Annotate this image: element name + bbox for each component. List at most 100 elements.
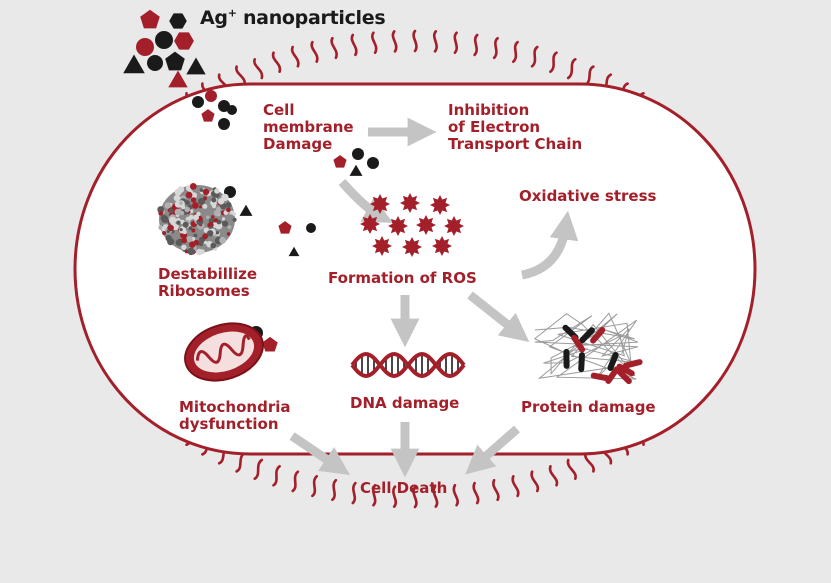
cell-death-label: Cell Death <box>360 479 448 497</box>
flagellum <box>453 31 459 54</box>
dna-strand <box>350 351 466 379</box>
mitochondria-dysfunction-label: Mitochondria dysfunction <box>179 398 291 433</box>
protein-helix <box>623 359 643 369</box>
ros-radical <box>444 216 464 236</box>
ribosome-subunit <box>181 244 187 251</box>
ribosome-icon <box>157 183 237 256</box>
particle <box>288 246 300 257</box>
mitochondrion <box>184 322 264 382</box>
particle <box>262 336 278 352</box>
flagellum <box>432 30 438 53</box>
particle <box>306 223 316 233</box>
flagellum <box>371 484 377 507</box>
particle <box>186 57 206 75</box>
ribosome-subunit <box>187 247 195 256</box>
particle <box>123 54 145 74</box>
ribosome-subunit <box>164 202 171 209</box>
flagellum <box>350 33 358 57</box>
ribosome-subunit <box>193 214 199 221</box>
ribosome-subunit <box>196 211 201 217</box>
flagellum <box>584 65 595 87</box>
ribosome-subunit <box>210 242 217 249</box>
ribosome-subunit <box>179 201 183 205</box>
flagellum <box>584 451 595 473</box>
ribosome-subunit <box>182 230 187 235</box>
ros-radical <box>402 237 422 257</box>
ros-cluster-icon <box>360 193 464 257</box>
particle <box>218 118 230 130</box>
ribosome-subunit <box>157 206 165 213</box>
oxidative-stress-label: Oxidative stress <box>519 187 657 205</box>
ribosome-subunit <box>199 188 204 193</box>
ros-radical <box>400 193 420 213</box>
particle <box>192 96 204 108</box>
particle <box>201 109 215 122</box>
ribosome-subunit <box>190 197 197 203</box>
ribosome-subunit <box>197 197 206 206</box>
ros-radical <box>388 216 408 236</box>
ribosome-subunit <box>232 217 237 222</box>
particle <box>239 204 253 216</box>
ribosome-subunit <box>179 228 183 232</box>
particle <box>352 148 364 160</box>
ribosome-subunit <box>215 231 220 235</box>
ribosome-subunit <box>182 221 189 228</box>
protein-backbone <box>533 312 639 380</box>
ros-radical <box>372 236 392 256</box>
flagellum <box>473 33 479 57</box>
ribosome-subunit <box>217 198 225 205</box>
ribosome-subunit <box>214 188 220 194</box>
protein-helix <box>615 368 632 385</box>
membrane-to-ros-arrow <box>338 179 393 223</box>
mitochondrion-inner <box>193 331 255 373</box>
ros-radical <box>432 236 452 256</box>
ros-radical <box>416 215 436 235</box>
flagellum <box>511 475 520 498</box>
protein-helix <box>579 327 595 344</box>
ribosome-subunit <box>207 230 214 237</box>
ribosome-subunit <box>198 205 203 209</box>
ribosome-subunit <box>185 191 193 199</box>
flagellum <box>310 40 319 63</box>
flagellum <box>351 481 357 505</box>
ribosome-subunit <box>202 203 208 209</box>
particle <box>205 90 217 102</box>
mitochondrion-cristae <box>195 334 251 364</box>
mito-to-death-arrow <box>289 432 350 476</box>
protein-helix <box>578 352 585 373</box>
protein-helix <box>590 372 611 382</box>
ribosome-subunit <box>191 192 198 199</box>
protein-helix <box>563 348 570 369</box>
ribosome-subunit <box>212 222 218 228</box>
flagellum <box>291 470 300 493</box>
flagellum <box>290 45 300 68</box>
ribosome-subunit <box>168 208 174 214</box>
ribosome-subunit <box>173 194 181 202</box>
flagellum <box>272 465 281 487</box>
protein-helix <box>590 327 606 344</box>
process-arrows <box>289 117 579 478</box>
flagellum <box>549 51 558 73</box>
ribosome-subunit <box>185 200 190 206</box>
destabilize-ribosomes-label: Destabillize Ribosomes <box>158 265 258 300</box>
ribosome-subunit <box>195 240 200 245</box>
ribosome-subunit <box>227 225 232 230</box>
ribosome-subunit <box>226 232 231 236</box>
ag-nanoparticles-title: Ag+ nanoparticles <box>200 6 386 29</box>
flagellum <box>530 45 539 68</box>
dna-damage-label: DNA damage <box>350 394 460 412</box>
ribosome-subunit <box>192 202 199 209</box>
particle <box>218 100 230 112</box>
formation-of-ros-label: Formation of ROS <box>328 269 477 287</box>
ros-radical <box>360 214 380 234</box>
flagellum <box>311 475 318 498</box>
protein-helix <box>616 363 635 377</box>
particle <box>367 157 379 169</box>
ribosome-subunit <box>162 231 167 235</box>
ribosome-subunit <box>181 237 188 244</box>
ribosome-subunit <box>166 229 171 234</box>
ribosome-subunit <box>184 250 189 254</box>
ribosome-subunit <box>169 216 177 225</box>
ribosome-subunit <box>160 214 168 222</box>
